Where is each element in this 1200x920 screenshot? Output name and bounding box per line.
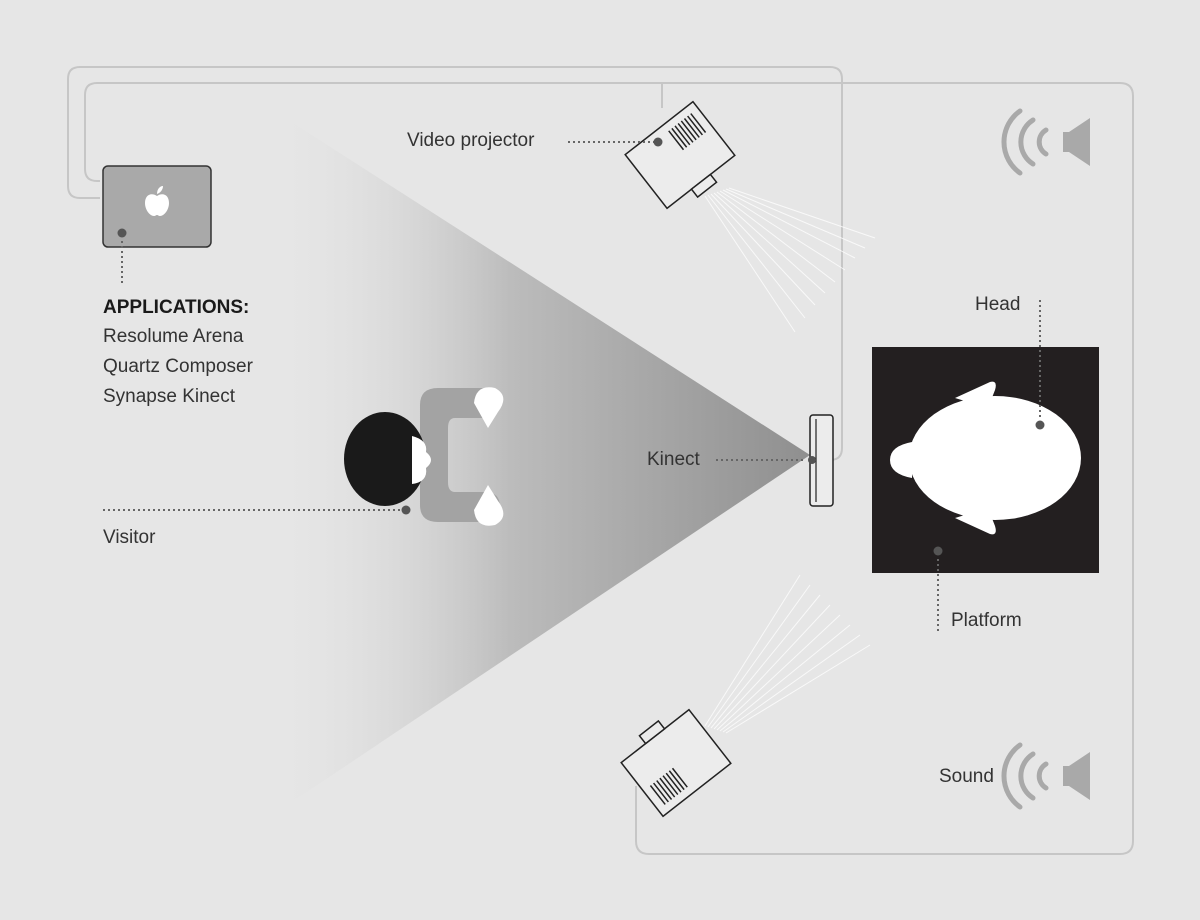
projector-bottom-beam xyxy=(704,574,871,734)
head-nose xyxy=(890,442,912,478)
platform-marker-dot xyxy=(933,546,943,556)
projector-top-beam xyxy=(704,187,876,333)
label-application-2: Quartz Composer xyxy=(103,356,253,377)
visitor-arms xyxy=(420,388,500,522)
video-projector-bottom-icon xyxy=(620,708,732,818)
label-application-3: Synapse Kinect xyxy=(103,386,236,407)
visitor-hand-top xyxy=(474,387,504,428)
laptop-icon xyxy=(102,165,212,248)
head-shape xyxy=(909,396,1081,520)
kinect-sensor-icon xyxy=(808,414,834,507)
visitor-head xyxy=(344,412,426,506)
visitor-marker-dot xyxy=(401,505,411,515)
label-video-projector: Video projector xyxy=(407,130,535,151)
label-kinect: Kinect xyxy=(647,449,700,470)
apple-logo-icon xyxy=(145,186,169,216)
speaker-icon-bottom xyxy=(1001,742,1090,810)
label-platform: Platform xyxy=(951,610,1022,631)
label-head: Head xyxy=(975,294,1021,315)
label-applications-title: APPLICATIONS: xyxy=(103,297,250,318)
cable-laptop-sound xyxy=(84,82,663,182)
laptop-marker-dot xyxy=(117,228,127,238)
video-projector-top-icon xyxy=(624,100,736,210)
cables xyxy=(67,66,1134,855)
projector-top-marker-dot xyxy=(653,137,663,147)
visitor-figure xyxy=(344,387,504,526)
label-application-1: Resolume Arena xyxy=(103,326,244,347)
visitor-hand-bottom xyxy=(474,485,504,526)
head-marker-dot xyxy=(1035,420,1045,430)
cable-laptop-kinect xyxy=(67,66,843,461)
kinect-detection-cone xyxy=(265,105,810,820)
cable-sound-loop xyxy=(635,82,1134,855)
label-visitor: Visitor xyxy=(103,527,156,548)
visitor-face xyxy=(412,436,431,484)
speaker-icon-top xyxy=(1001,108,1090,176)
label-sound: Sound xyxy=(939,766,994,787)
